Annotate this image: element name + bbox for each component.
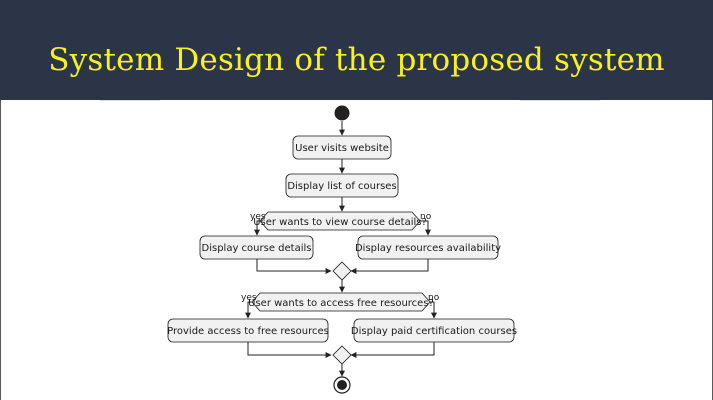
action-display-paid-courses: Display paid certification courses: [351, 318, 517, 343]
decision-view-course-details: User wants to view course details?: [253, 211, 427, 231]
flow-arrow: [350, 259, 429, 274]
action-provide-free-resources: Provide access to free resources: [167, 318, 329, 343]
action-display-list-of-courses: Display list of courses: [285, 173, 399, 198]
branch-label-yes: yes: [250, 212, 266, 222]
frame-left-edge: [0, 100, 1, 400]
flow-arrow: [350, 342, 435, 358]
action-display-resources-availability: Display resources availability: [355, 235, 501, 260]
flow-arrow: [254, 220, 260, 236]
slide-header: System Design of the proposed system: [0, 0, 713, 100]
branch-label-no: no: [428, 293, 440, 303]
decision-label: User wants to access free resources?: [248, 298, 434, 309]
flow-arrow: [430, 301, 437, 319]
flow-arrow: [247, 342, 332, 358]
action-label: Provide access to free resources: [167, 326, 329, 337]
branch-label-no: no: [420, 212, 432, 222]
merge-node: [332, 261, 352, 281]
action-label: Display list of courses: [287, 181, 396, 192]
header-underline-right: [520, 100, 600, 101]
decision-label: User wants to view course details?: [253, 217, 427, 228]
branch-label-yes: yes: [241, 293, 257, 303]
action-label: User visits website: [295, 143, 389, 154]
decision-access-free-resources: User wants to access free resources?: [248, 292, 434, 312]
action-label: Display resources availability: [355, 243, 501, 254]
slide-title: System Design of the proposed system: [48, 42, 665, 78]
flow-arrow: [420, 220, 431, 236]
merge-node: [332, 345, 352, 365]
flow-arrow: [245, 301, 252, 319]
action-label: Display paid certification courses: [351, 326, 517, 337]
action-display-course-details: Display course details: [199, 235, 314, 260]
flow-arrow: [256, 259, 332, 274]
action-visit-website: User visits website: [292, 135, 392, 160]
action-label: Display course details: [202, 243, 312, 254]
end-node: [333, 376, 351, 394]
header-underline-left: [100, 100, 160, 101]
start-node: [334, 105, 350, 121]
